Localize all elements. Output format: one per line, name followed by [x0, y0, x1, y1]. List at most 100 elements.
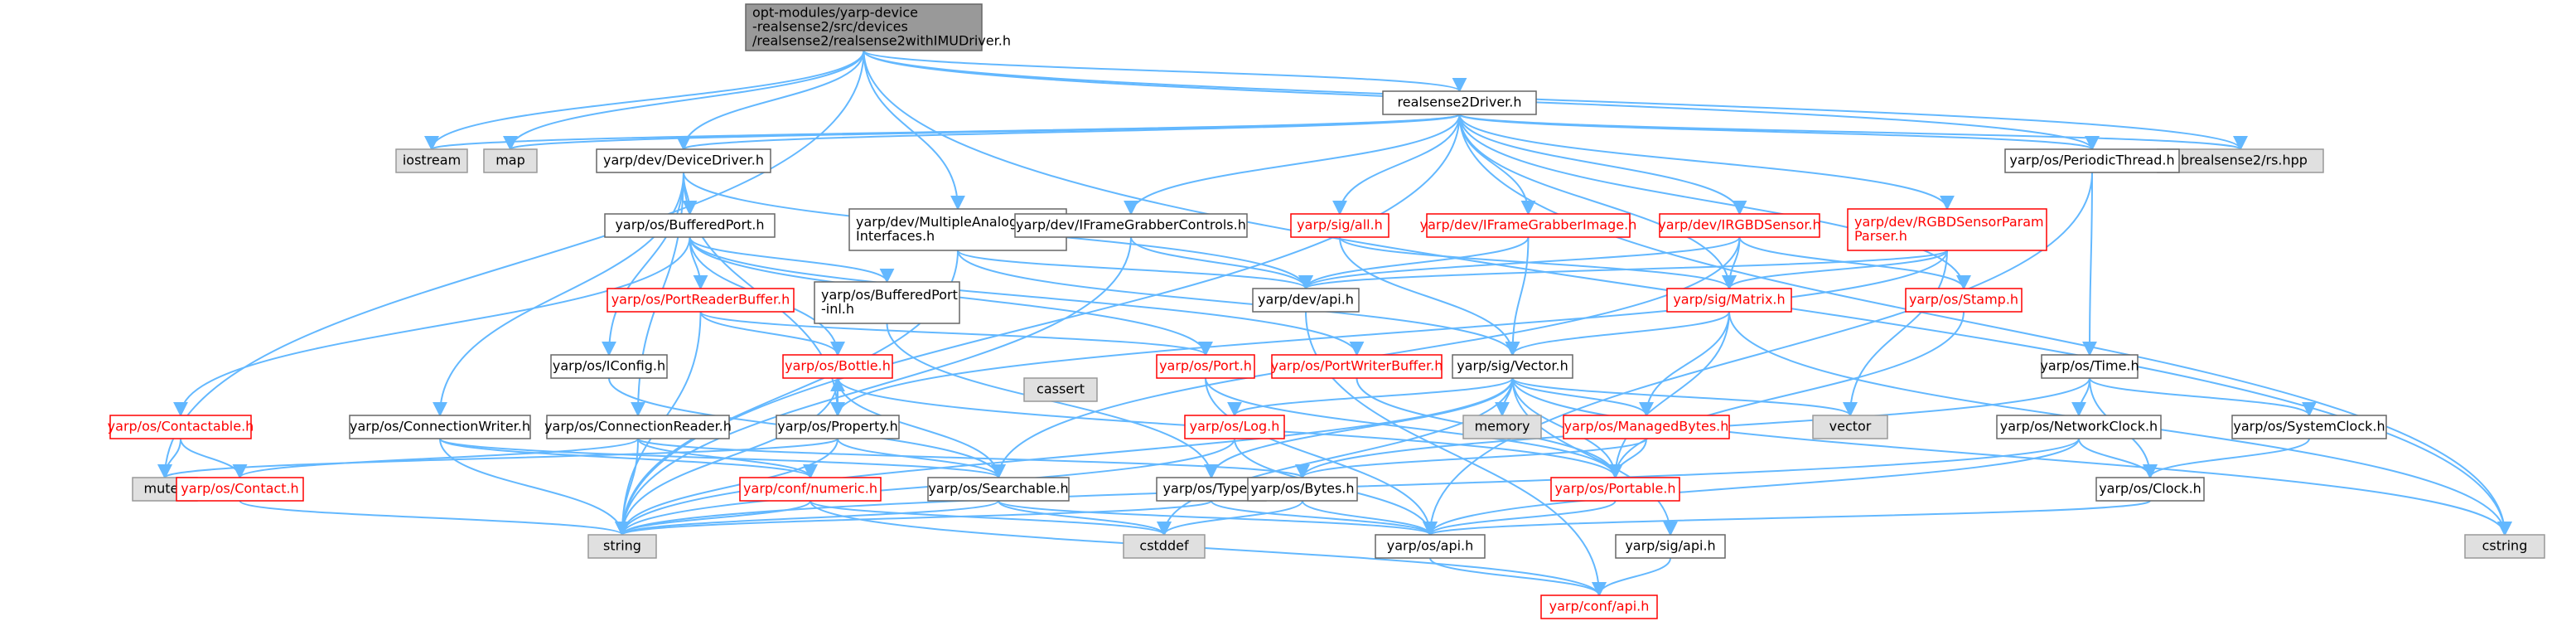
node-label-sigapi: yarp/sig/api.h [1625, 538, 1715, 554]
node-label-connreader: yarp/os/ConnectionReader.h [544, 419, 732, 434]
node-rs2driver[interactable]: realsense2Driver.h [1382, 90, 1537, 115]
node-iconfig[interactable]: yarp/os/IConfig.h [550, 354, 668, 379]
node-label-osclock: yarp/os/Clock.h [2099, 481, 2201, 497]
edge-connwriter-to-confnumeric [439, 438, 818, 479]
edge-portreaderbuffer-to-bottle [699, 311, 845, 357]
node-portreaderbuffer[interactable]: yarp/os/PortReaderBuffer.h [607, 288, 795, 313]
node-cstddef[interactable]: cstddef [1123, 534, 1206, 559]
edge-rs2driver-to-string [615, 114, 1461, 536]
node-connreader[interactable]: yarp/os/ConnectionReader.h [544, 415, 732, 439]
node-iframegrabberimg[interactable]: yarp/dev/IFrameGrabberImage.h [1420, 213, 1637, 238]
node-label-networkclock: yarp/os/NetworkClock.h [2000, 419, 2158, 434]
node-label-memory: memory [1475, 419, 1530, 434]
edge-iframegrabberctrl-to-devapi [1130, 236, 1313, 290]
node-confnumeric[interactable]: yarp/conf/numeric.h [739, 477, 882, 502]
node-label-portable: yarp/os/Portable.h [1554, 481, 1675, 497]
node-box-periodicthread [2004, 148, 2180, 173]
node-label-devapi: yarp/dev/api.h [1258, 292, 1354, 308]
node-periodicthread[interactable]: yarp/os/PeriodicThread.h [2004, 148, 2180, 173]
node-label-iframegrabberimg: yarp/dev/IFrameGrabberImage.h [1420, 217, 1637, 233]
node-label-iconfig: yarp/os/IConfig.h [553, 358, 665, 374]
edge-irgbdsensor-to-stamp [1738, 236, 1971, 290]
node-contact[interactable]: yarp/os/Contact.h [176, 477, 304, 502]
node-label-root: /realsense2/realsense2withIMUDriver.h [752, 33, 1011, 49]
node-stamp[interactable]: yarp/os/Stamp.h [1905, 288, 2023, 313]
node-box-rs2driver [1382, 90, 1537, 115]
node-ostime[interactable]: yarp/os/Time.h [2040, 354, 2139, 379]
node-memory[interactable]: memory [1462, 415, 1542, 439]
edge-iframegrabberctrl-to-string [615, 236, 1132, 536]
node-label-managedbytes: yarp/os/ManagedBytes.h [1564, 419, 1729, 434]
node-box-contact [176, 477, 304, 502]
node-librealsense[interactable]: librealsense2/rs.hpp [2157, 148, 2324, 173]
node-sigall[interactable]: yarp/sig/all.h [1290, 213, 1389, 238]
node-map[interactable]: map [483, 148, 538, 173]
node-label-mutex: mutex [143, 481, 186, 497]
node-cstring[interactable]: cstring [2464, 534, 2545, 559]
node-box-iconfig [550, 354, 668, 379]
node-sigapi[interactable]: yarp/sig/api.h [1615, 534, 1726, 559]
edge-sigvector-to-managedbytes [1511, 377, 1654, 417]
edge-bottle-to-searchable [837, 377, 1006, 479]
node-iostream[interactable]: iostream [395, 148, 468, 173]
edge-portreaderbuffer-to-port [699, 311, 1213, 357]
node-bottle[interactable]: yarp/os/Bottle.h [782, 354, 893, 379]
node-devicedriver[interactable]: yarp/dev/DeviceDriver.h [596, 148, 771, 173]
node-label-portreaderbuffer: yarp/os/PortReaderBuffer.h [611, 292, 790, 308]
node-osapi[interactable]: yarp/os/api.h [1375, 534, 1486, 559]
edge-sigmatrix-to-portable [1607, 311, 1730, 479]
edge-ostype-to-string [615, 500, 1212, 536]
edge-layer [157, 50, 2512, 597]
edge-osbytes-to-cstddef [1157, 500, 1303, 536]
node-box-iostream [395, 148, 468, 173]
node-osbytes[interactable]: yarp/os/Bytes.h [1247, 477, 1358, 502]
node-devapi[interactable]: yarp/dev/api.h [1252, 288, 1360, 313]
node-label-bufferedportinl: -inl.h [821, 301, 854, 317]
node-vector[interactable]: vector [1812, 415, 1888, 439]
node-sigvector[interactable]: yarp/sig/Vector.h [1452, 354, 1573, 379]
node-property[interactable]: yarp/os/Property.h [776, 415, 900, 439]
node-box-cstring [2464, 534, 2545, 559]
node-osclock[interactable]: yarp/os/Clock.h [2095, 477, 2205, 502]
node-box-property [776, 415, 900, 439]
node-label-contactable: yarp/os/Contactable.h [108, 419, 254, 434]
node-searchable[interactable]: yarp/os/Searchable.h [927, 477, 1070, 502]
node-label-sigall: yarp/sig/all.h [1297, 217, 1383, 233]
node-box-osapi [1375, 534, 1486, 559]
node-irgbdsensor[interactable]: yarp/dev/IRGBDSensor.h [1658, 213, 1821, 238]
node-bufferedport[interactable]: yarp/os/BufferedPort.h [604, 213, 776, 238]
edge-root-to-map [503, 50, 865, 151]
edge-property-to-string [615, 438, 839, 536]
node-iframegrabberctrl[interactable]: yarp/dev/IFrameGrabberControls.h [1014, 213, 1248, 238]
node-box-irgbdsensor [1659, 213, 1820, 238]
node-box-systemclock [2231, 415, 2387, 439]
edge-bufferedport-to-bufferedportinl [689, 236, 895, 284]
node-string[interactable]: string [587, 534, 657, 559]
node-label-cstring: cstring [2482, 538, 2528, 554]
node-contactable[interactable]: yarp/os/Contactable.h [108, 415, 254, 439]
node-box-iframegrabberimg [1426, 213, 1631, 238]
node-cassert[interactable]: cassert [1023, 377, 1098, 402]
edge-rgbdparam-to-sigmatrix [1722, 250, 1948, 290]
node-managedbytes[interactable]: yarp/os/ManagedBytes.h [1563, 415, 1730, 439]
edge-rgbdparam-to-devapi [1298, 250, 1948, 290]
edge-connwriter-to-string [439, 438, 630, 536]
node-label-sigmatrix: yarp/sig/Matrix.h [1673, 292, 1785, 308]
node-sigmatrix[interactable]: yarp/sig/Matrix.h [1666, 288, 1792, 313]
node-box-string [587, 534, 657, 559]
node-systemclock[interactable]: yarp/os/SystemClock.h [2231, 415, 2387, 439]
node-portwriterbuffer[interactable]: yarp/os/PortWriterBuffer.h [1271, 354, 1443, 379]
node-bufferedportinl[interactable]: yarp/os/BufferedPort-inl.h [814, 281, 960, 324]
node-connwriter[interactable]: yarp/os/ConnectionWriter.h [349, 415, 531, 439]
node-oslog[interactable]: yarp/os/Log.h [1184, 415, 1285, 439]
node-label-root: -realsense2/src/devices [752, 19, 908, 35]
node-confapi[interactable]: yarp/conf/api.h [1540, 594, 1658, 619]
node-root[interactable]: opt-modules/yarp-device-realsense2/src/d… [745, 3, 1011, 51]
node-networkclock[interactable]: yarp/os/NetworkClock.h [1996, 415, 2162, 439]
node-port[interactable]: yarp/os/Port.h [1156, 354, 1255, 379]
node-box-memory [1462, 415, 1542, 439]
node-portable[interactable]: yarp/os/Portable.h [1550, 477, 1680, 502]
node-box-osbytes [1247, 477, 1358, 502]
